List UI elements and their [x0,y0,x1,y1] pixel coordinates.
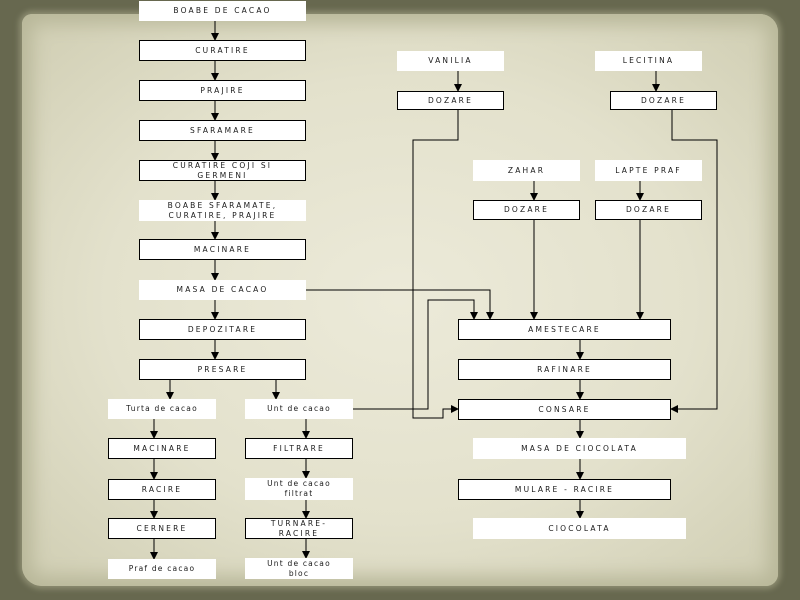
node-dozare-l: DOZARE [610,91,717,110]
node-macinare2: MACINARE [108,438,216,459]
node-rafinare: RAFINARE [458,359,671,380]
node-dozare-p: DOZARE [595,200,702,220]
node-zahar: ZAHAR [473,160,580,181]
node-mulare: MULARE - RACIRE [458,479,671,500]
node-unt-filtrat: Unt de cacao filtrat [245,478,353,500]
node-boabe: BOABE DE CACAO [139,1,306,21]
edge-dozare-v-to-consare [412,110,459,419]
node-curatire-coji: CURATIRE COJI SI GERMENI [139,160,306,181]
node-boabe-sfaramate: BOABE SFARAMATE, CURATIRE, PRAJIRE [139,200,306,221]
node-unt-bloc: Unt de cacao bloc [245,558,353,579]
node-curatire: CURATIRE [139,40,306,61]
node-unt: Unt de cacao [245,399,353,419]
node-dozare-z: DOZARE [473,200,580,220]
node-praf: Praf de cacao [108,559,216,579]
node-dozare-v: DOZARE [397,91,504,110]
edge-masa-cacao-to-amestecare [306,289,494,320]
node-sfaramare: SFARAMARE [139,120,306,141]
node-vanilia: VANILIA [397,51,504,71]
node-masa-cacao: MASA DE CACAO [139,280,306,300]
node-filtrare: FILTRARE [245,438,353,459]
node-racire: RACIRE [108,479,216,500]
node-ciocolata: CIOCOLATA [473,518,686,539]
edge-unt-to-amestecare [353,299,478,410]
node-turnare: TURNARE- RACIRE [245,518,353,539]
node-lapte: LAPTE PRAF [595,160,702,181]
node-lecitina: LECITINA [595,51,702,71]
node-cernere: CERNERE [108,518,216,539]
node-prajire: PRAJIRE [139,80,306,101]
node-consare: CONSARE [458,399,671,420]
node-amestecare: AMESTECARE [458,319,671,340]
node-presare: PRESARE [139,359,306,380]
node-macinare1: MACINARE [139,239,306,260]
node-turta: Turta de cacao [108,399,216,419]
edge-dozare-l-to-consare [670,110,718,413]
node-masa-ciocolata: MASA DE CIOCOLATA [473,438,686,459]
node-depozitare: DEPOZITARE [139,319,306,340]
